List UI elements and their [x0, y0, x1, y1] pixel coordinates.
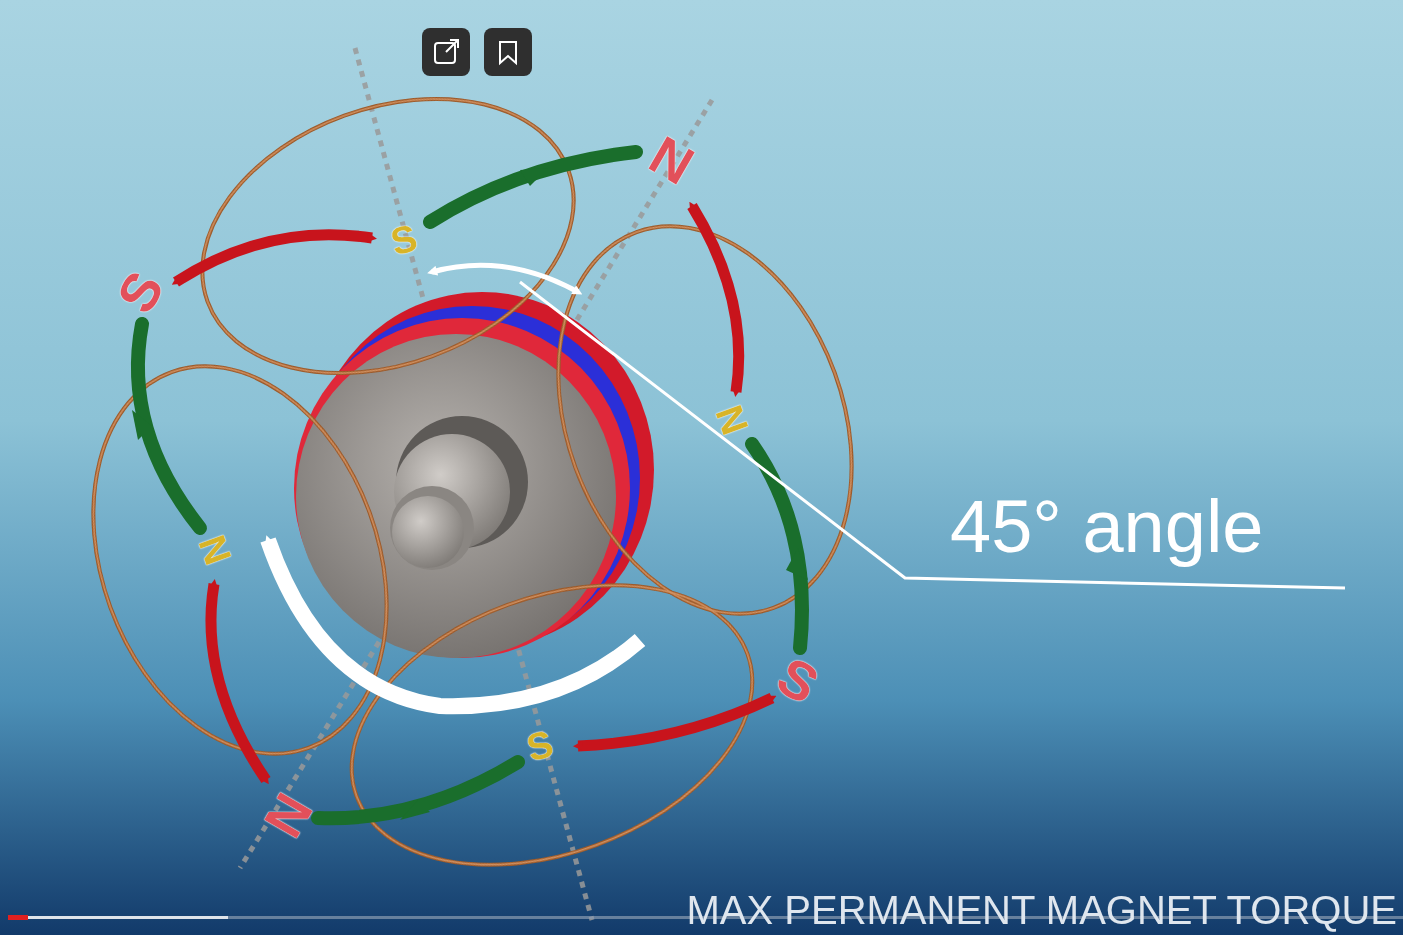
- angle-arrow: [432, 265, 578, 292]
- leader-line: [520, 282, 1345, 588]
- coil-wire: [42, 50, 903, 916]
- stator-pole: N: [255, 785, 321, 846]
- rotor-pole: N: [709, 401, 754, 440]
- angle-label: 45° angle: [950, 490, 1264, 564]
- force-arrow: [176, 206, 772, 780]
- flux-arc: [138, 152, 802, 818]
- ui-icon: [422, 28, 532, 76]
- stator-pole: S: [108, 263, 173, 321]
- rotor-pole: S: [387, 218, 421, 261]
- caption-banner: MAX PERMANENT MAGNET TORQUE: [687, 890, 1398, 930]
- rotor-pole: N: [192, 531, 237, 570]
- rotor-pole: S: [523, 724, 557, 767]
- stator-pole: S: [769, 648, 827, 713]
- rotor: [294, 292, 654, 658]
- stator-pole: N: [642, 127, 703, 193]
- axis-line: [240, 48, 712, 920]
- flux-arrowhead: [132, 168, 808, 820]
- coil-highlight: [42, 50, 903, 916]
- rotation-arrow: [268, 540, 640, 706]
